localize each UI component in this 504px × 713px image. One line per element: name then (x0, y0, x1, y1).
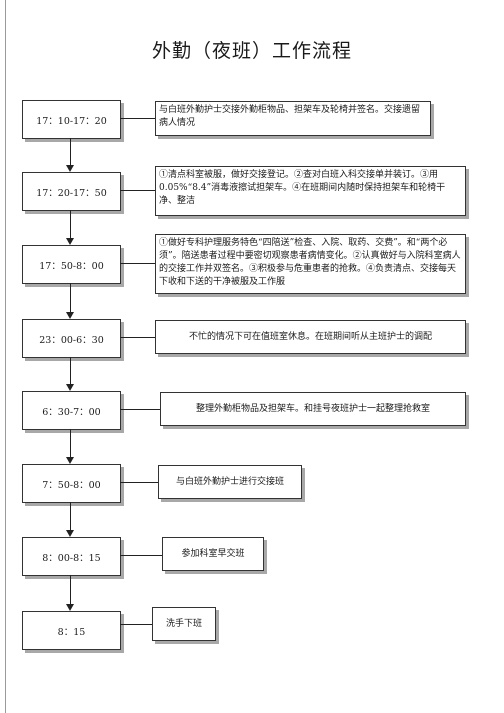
connector-7 (120, 555, 162, 556)
time-box-1: 17：10-17：20 (22, 100, 121, 139)
arrow-down-icon (66, 530, 74, 537)
flow-line-2 (70, 210, 71, 238)
arrow-down-icon (66, 384, 74, 391)
flow-line-3 (70, 283, 71, 312)
time-box-4: 23：00-6：30 (22, 319, 121, 358)
connector-6 (120, 482, 158, 483)
desc-box-7: 参加科室早交班 (162, 537, 264, 571)
time-box-3: 17：50-8：00 (22, 245, 121, 284)
arrow-down-icon (66, 457, 74, 464)
desc-box-4: 不忙的情况下可在值班室休息。在班期间听从主班护士的调配 (155, 320, 466, 354)
arrow-down-icon (66, 312, 74, 319)
flow-line-6 (70, 502, 71, 530)
connector-3 (120, 263, 155, 264)
connector-2 (120, 190, 155, 191)
arrow-down-icon (66, 165, 74, 172)
arrow-down-icon (66, 238, 74, 245)
flow-line-5 (70, 429, 71, 457)
page-margin-line (5, 0, 6, 713)
arrow-down-icon (66, 604, 74, 611)
connector-1 (120, 118, 155, 119)
time-box-6: 7：50-8：00 (22, 464, 121, 503)
desc-box-6: 与白班外勤护士进行交接班 (158, 465, 302, 499)
desc-box-8: 洗手下班 (152, 607, 216, 641)
connector-4 (120, 337, 155, 338)
time-box-7: 8：00-8：15 (22, 537, 121, 576)
connector-8 (120, 624, 152, 625)
time-box-5: 6：30-7：00 (22, 391, 121, 430)
desc-box-1: 与白班外勤护士交接外勤柜物品、担架车及轮椅并签名。交接遗留病人情况 (155, 101, 431, 136)
page-title: 外勤（夜班）工作流程 (151, 40, 352, 62)
flow-line-4 (70, 357, 71, 384)
time-box-8: 8：15 (22, 611, 121, 650)
time-box-2: 17：20-17：50 (22, 172, 121, 211)
desc-box-3: ①做好专科护理服务特色“四陪送”检查、入院、取药、交费”。和“两个必须”。陪送患… (155, 234, 466, 294)
flow-line-7 (70, 575, 71, 604)
desc-box-5: 整理外勤柜物品及担架车。和挂号夜班护士一起整理抢救室 (160, 392, 466, 426)
flow-line-1 (70, 138, 71, 165)
connector-5 (120, 409, 160, 410)
desc-box-2: ①清点科室被服，做好交接登记。②查对白班入科交接单并装订。③用0.05%“8.4… (155, 166, 466, 216)
